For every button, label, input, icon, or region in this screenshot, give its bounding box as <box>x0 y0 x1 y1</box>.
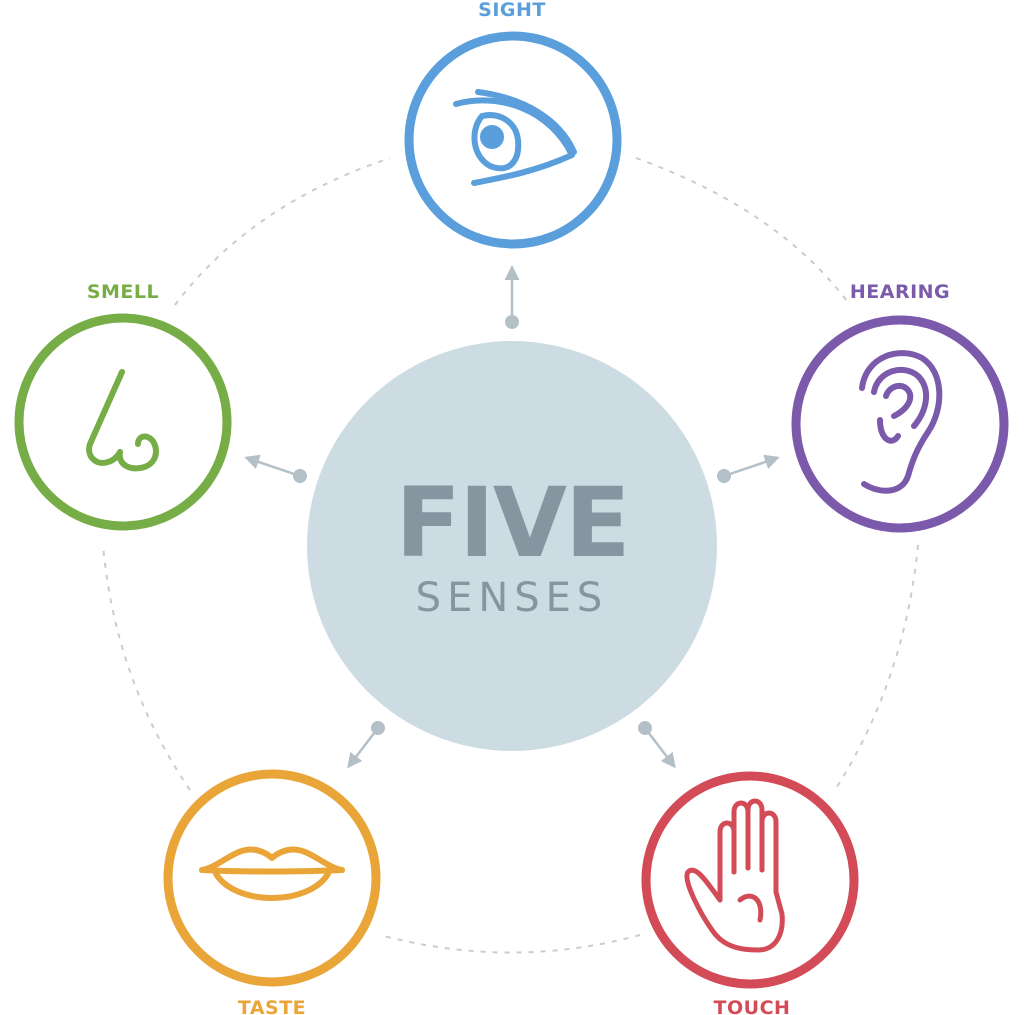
orbit-arc-taste-smell <box>102 544 191 791</box>
sense-label-taste: TASTE <box>238 997 306 1015</box>
hand-icon <box>684 798 785 953</box>
connector-touch <box>638 721 676 769</box>
sense-hearing: HEARING <box>791 281 1009 533</box>
connector-taste <box>347 721 385 769</box>
sense-label-sight: SIGHT <box>478 0 546 21</box>
sense-label-hearing: HEARING <box>850 281 950 303</box>
nose-icon <box>86 369 159 472</box>
connector-sight <box>504 265 520 329</box>
sense-touch: TOUCH <box>641 771 859 1015</box>
orbit-arc-sight-hearing <box>635 157 851 306</box>
connector-smell <box>244 454 307 483</box>
orbit-arc-hearing-touch <box>834 544 919 791</box>
connector-hearing <box>717 454 780 483</box>
orbit-ring <box>102 157 919 954</box>
sense-label-smell: SMELL <box>87 281 159 303</box>
orbit-arc-smell-sight <box>174 157 391 306</box>
center-subtitle: SENSES <box>416 575 609 621</box>
sense-circle-sight <box>404 31 622 249</box>
sense-circle-taste <box>163 769 381 987</box>
sense-circle-touch <box>641 771 859 989</box>
sense-circle-smell <box>14 313 232 531</box>
ear-icon <box>859 350 943 494</box>
center-circle <box>307 341 717 751</box>
connectors <box>244 265 780 769</box>
sense-label-touch: TOUCH <box>714 997 791 1015</box>
eye-icon <box>453 89 577 186</box>
orbit-arc-touch-taste <box>379 934 641 954</box>
sense-circle-hearing <box>791 315 1009 533</box>
sense-smell: SMELL <box>14 281 232 531</box>
sense-taste: TASTE <box>163 769 381 1015</box>
sense-sight: SIGHT <box>404 0 622 249</box>
lips-icon <box>199 846 345 901</box>
center-title: FIVE <box>395 467 628 579</box>
